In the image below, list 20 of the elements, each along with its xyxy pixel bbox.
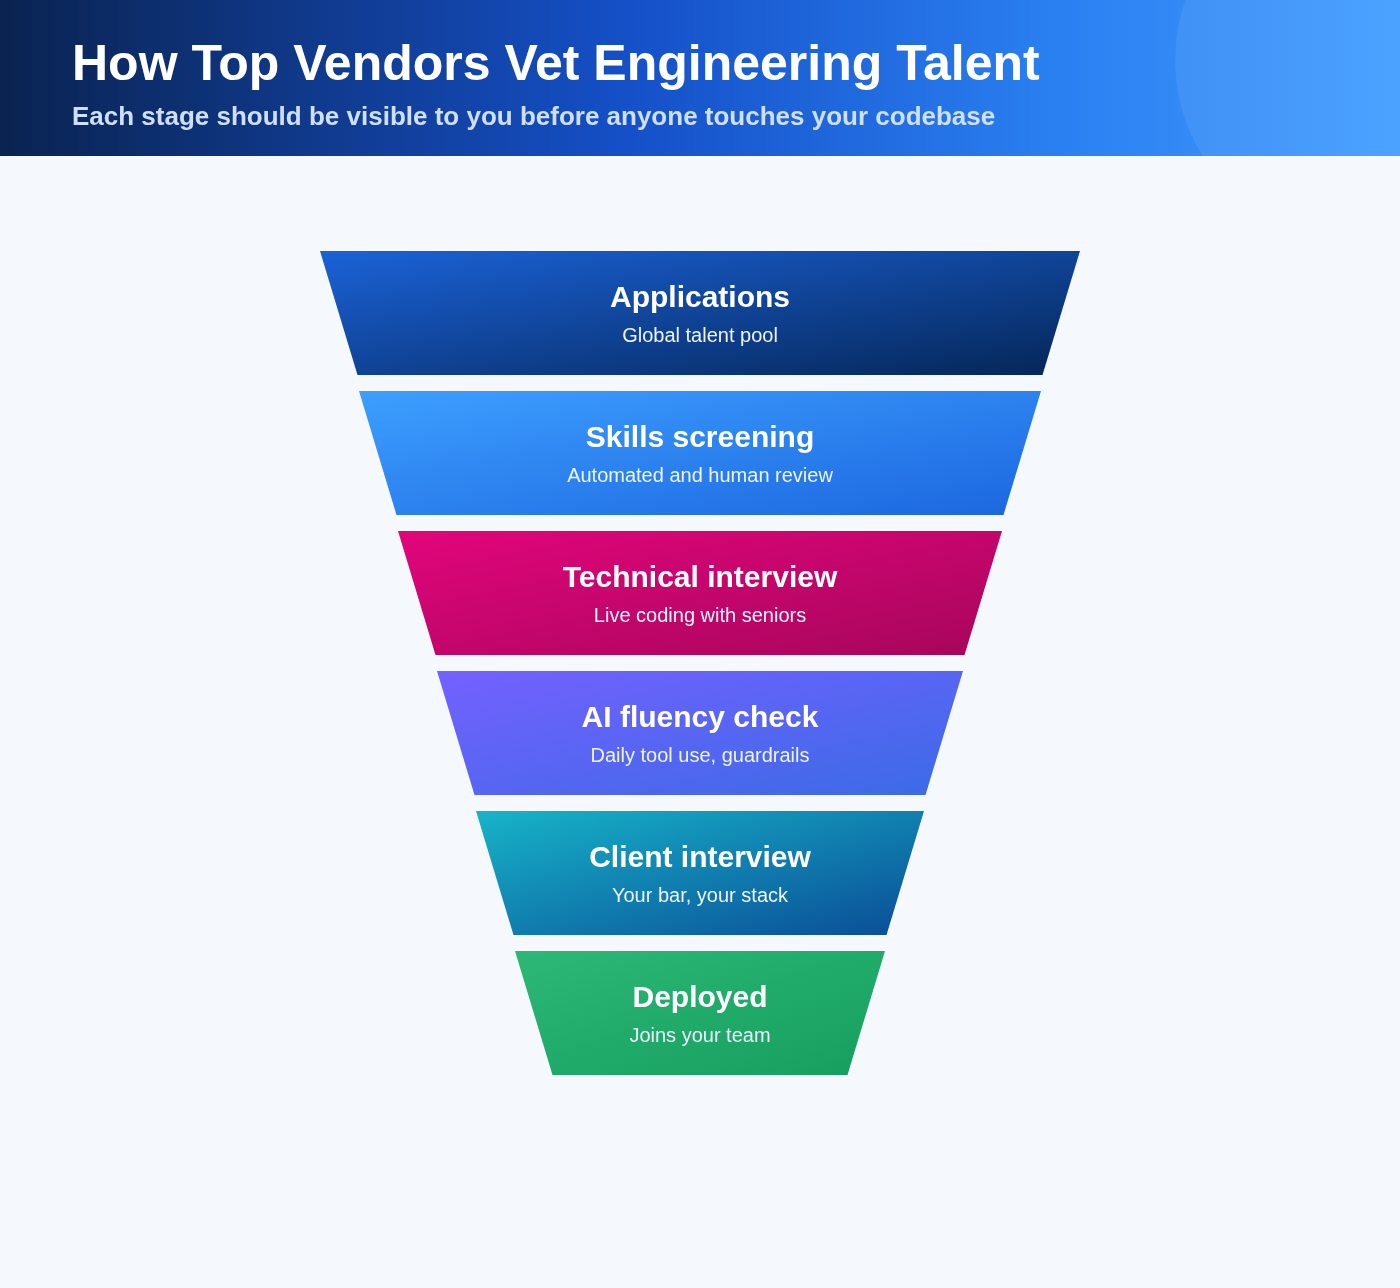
stage-description: Your bar, your stack <box>611 883 789 908</box>
stage-description: Live coding with seniors <box>592 603 808 628</box>
funnel-stage <box>437 671 963 795</box>
stage-title: Skills screening <box>584 419 816 455</box>
title: How Top Vendors Vet Engineering Talent <box>72 34 1040 92</box>
stage-description: Global talent pool <box>621 323 779 348</box>
stage-title: Client interview <box>588 839 812 875</box>
stage-title: Applications <box>609 279 791 315</box>
funnel-stage <box>398 531 1002 655</box>
stage-description: Automated and human review <box>566 463 834 488</box>
stage-title: Technical interview <box>561 559 839 595</box>
stage-title: Deployed <box>631 979 769 1015</box>
subtitle: Each stage should be visible to you before anyone touches your codebase <box>72 100 996 132</box>
stage-title: AI fluency check <box>580 699 820 735</box>
funnel-stage <box>320 251 1080 375</box>
funnel-stage <box>515 951 885 1075</box>
stage-description: Daily tool use, guardrails <box>589 743 811 768</box>
funnel-stage <box>359 391 1041 515</box>
funnel-stage <box>476 811 924 935</box>
stage-description: Joins your team <box>628 1023 772 1048</box>
